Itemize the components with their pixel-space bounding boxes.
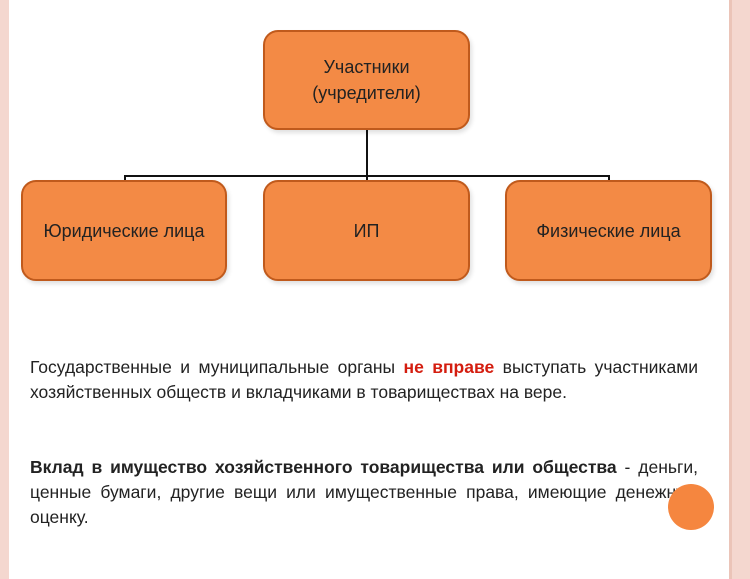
paragraph-contribution: Вклад в имущество хозяйственного товарищ…: [30, 455, 698, 530]
paragraph2-bold: Вклад в имущество хозяйственного товарищ…: [30, 457, 617, 477]
connector-root-down: [366, 130, 368, 176]
decorative-circle: [668, 484, 714, 530]
paragraph2-rest: - деньги, ценные бумаги, другие вещи или…: [30, 457, 698, 527]
right-decor-line: [729, 0, 732, 579]
left-decor-strip: [0, 0, 9, 579]
paragraph-state-bodies: Государственные и муниципальные органы н…: [30, 355, 698, 405]
root-node-line2: (учредители): [312, 83, 421, 103]
paragraph1-before: Государственные и муниципальные органы: [30, 357, 404, 377]
node-ip: ИП: [263, 180, 470, 281]
connector-right-down: [608, 175, 610, 181]
connector-middle-down: [366, 175, 368, 181]
root-node-line1: Участники: [323, 57, 410, 77]
root-node-participants: Участники (учредители): [263, 30, 470, 130]
node-legal-entities-label: Юридические лица: [43, 220, 205, 241]
connector-left-down: [124, 175, 126, 181]
node-individuals: Физические лица: [505, 180, 712, 281]
paragraph1-highlight: не вправе: [403, 357, 495, 377]
node-individuals-label: Физические лица: [536, 220, 681, 241]
paragraph1-after: выступать участниками хозяйственных обще…: [30, 357, 698, 402]
node-ip-label: ИП: [353, 220, 380, 241]
right-decor-strip: [732, 0, 750, 579]
node-legal-entities: Юридические лица: [21, 180, 227, 281]
hierarchy-diagram: Участники (учредители) Юридические лица …: [21, 30, 712, 281]
